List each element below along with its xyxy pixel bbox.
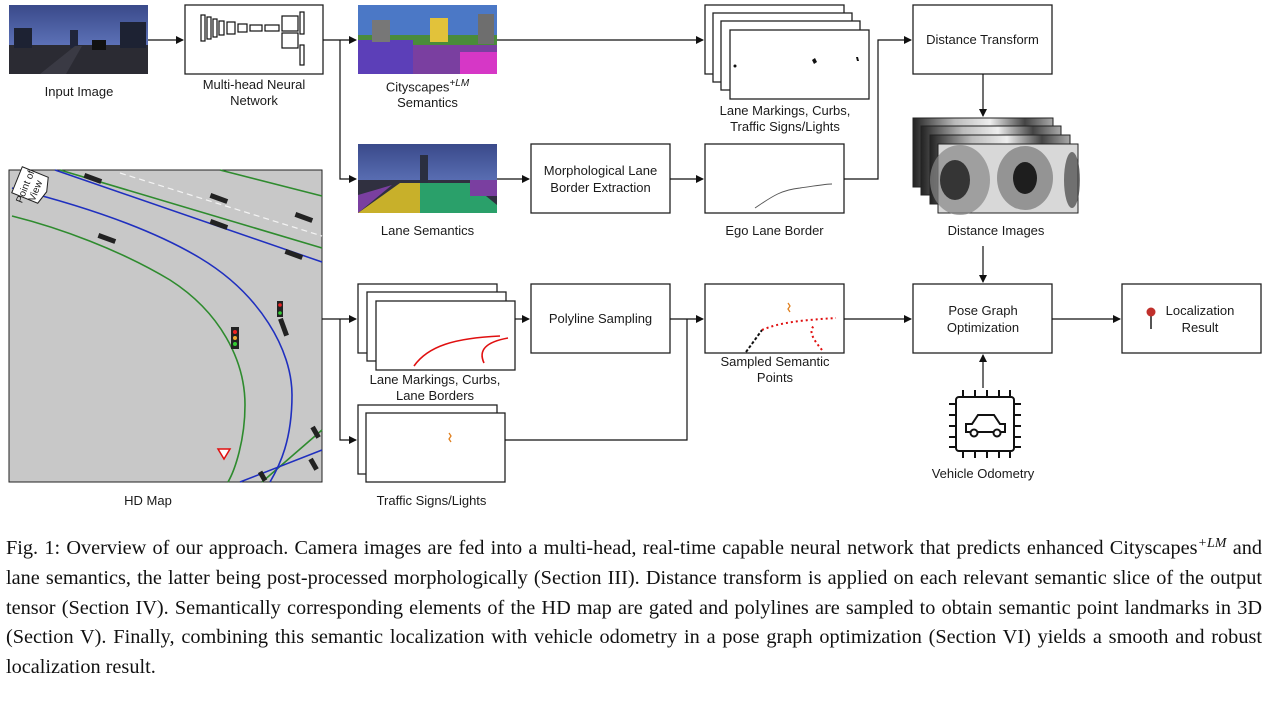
ego-lane-border-image	[704, 143, 845, 214]
figure-caption: Fig. 1: Overview of our approach. Camera…	[6, 534, 1262, 683]
distance-transform-text: Distance Transform	[926, 32, 1039, 47]
cityscapes-semantics-image	[358, 5, 497, 74]
cityscapes-label-line2: Semantics	[397, 95, 458, 111]
input-image-label: Input Image	[44, 84, 114, 99]
sampled-points-label: Sampled Semantic Points	[720, 354, 830, 385]
connectors	[148, 36, 1121, 444]
lane-markings-top-label: Lane Markings, Curbs, Traffic Signs/Ligh…	[719, 103, 851, 134]
morphological-text: Morphological Lane Border Extraction	[543, 162, 658, 195]
cityscapes-label-sup: +LM	[449, 78, 470, 89]
caption-part2: and lane semantics, the latter being pos…	[6, 537, 1262, 679]
distance-images-stack	[912, 117, 1080, 215]
pose-graph-text: Pose Graph Optimization	[946, 302, 1020, 335]
polyline-sampling-box	[530, 283, 671, 354]
network-layers-icon	[200, 11, 305, 66]
polyline-sampling-text: Polyline Sampling	[548, 311, 653, 326]
distance-images-label: Distance Images	[947, 223, 1045, 238]
ego-lane-border-label: Ego Lane Border	[725, 223, 824, 238]
lane-markings-mid-label: Lane Markings, Curbs, Lane Borders	[369, 372, 501, 403]
yield-sign-icon	[216, 448, 232, 461]
hd-map	[8, 166, 323, 483]
lane-markings-stack-mid	[357, 283, 516, 371]
distance-transform-box	[912, 4, 1053, 75]
traffic-signs-label: Traffic Signs/Lights	[376, 493, 487, 508]
traffic-signs-stack	[357, 404, 506, 483]
lane-markings-stack-top	[704, 4, 870, 100]
caption-sup: +LM	[1197, 536, 1227, 551]
network-label: Multi-head Neural Network	[202, 77, 306, 108]
lane-semantics-label: Lane Semantics	[380, 223, 475, 238]
cityscapes-label-text: Cityscapes	[385, 79, 450, 95]
lane-semantics-image	[358, 144, 497, 213]
localization-result-box	[1121, 283, 1262, 354]
cityscapes-label: Cityscapes+LM Semantics	[356, 76, 499, 111]
sampled-points-image	[704, 283, 845, 354]
chip-car-icon	[949, 390, 1021, 458]
hd-map-label: HD Map	[124, 493, 172, 508]
vehicle-odometry-label: Vehicle Odometry	[931, 466, 1035, 481]
ego-lane-curve	[754, 183, 833, 209]
localization-result-text: Localization Result	[1165, 302, 1235, 335]
network-box	[184, 4, 324, 75]
map-pin-icon	[1146, 307, 1156, 329]
morphological-box	[530, 143, 671, 214]
input-image	[9, 5, 148, 74]
diagram-canvas	[8, 4, 1262, 483]
caption-part1: Fig. 1: Overview of our approach. Camera…	[6, 537, 1198, 559]
